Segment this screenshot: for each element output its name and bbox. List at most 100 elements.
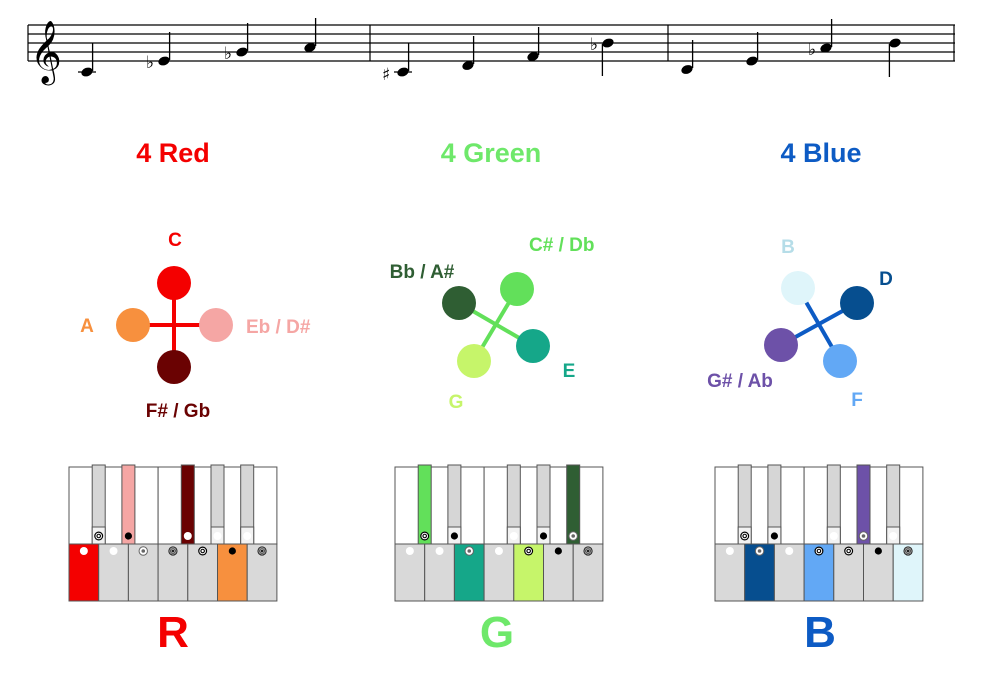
blue-keyboard-letter: B [804, 608, 836, 657]
key-marker [494, 547, 503, 555]
note-d [681, 65, 693, 74]
green-keyboard [394, 464, 604, 602]
black-key [826, 464, 841, 545]
key-marker [228, 547, 236, 555]
treble-clef-icon: 𝄞 [30, 20, 62, 86]
flat-icon: ♭ [590, 35, 598, 55]
label-d: D [879, 269, 893, 290]
key-marker [435, 547, 444, 555]
key-marker [420, 531, 430, 541]
label-eb: Eb / D# [246, 317, 311, 338]
black-key [767, 464, 782, 545]
key-marker [829, 532, 838, 540]
key-marker [874, 547, 882, 555]
label-csharp: C# / Db [529, 235, 594, 256]
label-f: F [851, 390, 863, 411]
note-eb [158, 56, 170, 66]
flat-icon: ♭ [146, 53, 154, 73]
key-marker [770, 532, 779, 540]
note-g [527, 52, 539, 61]
key-marker [94, 531, 104, 541]
note-circle-d [840, 286, 874, 320]
black-key [506, 464, 521, 545]
label-b: B [781, 237, 795, 258]
key-marker [405, 547, 414, 555]
note-circle-f [823, 344, 857, 378]
note-circle-g [457, 344, 491, 378]
key-marker [124, 532, 132, 540]
key-marker [725, 547, 734, 555]
red-keyboard-letter: R [157, 608, 189, 657]
black-key [886, 464, 901, 545]
key-marker [568, 531, 578, 541]
black-key [91, 464, 106, 545]
key-marker [79, 547, 88, 555]
music-staff [27, 24, 955, 62]
key-marker [243, 532, 252, 540]
key-marker [109, 547, 118, 555]
label-e: E [563, 361, 576, 382]
black-key [210, 464, 225, 545]
note-e [462, 61, 474, 70]
key-marker [509, 532, 518, 540]
key-marker [539, 532, 548, 540]
black-key [417, 464, 432, 545]
note-a [304, 43, 316, 52]
note-circle-eb [199, 308, 233, 342]
sharp-icon: ♯ [382, 65, 390, 85]
key-marker [257, 546, 267, 556]
black-key [566, 464, 581, 545]
note-circle-csharp [500, 272, 534, 306]
green-note-cross [442, 272, 550, 378]
note-circle-gsharp [764, 328, 798, 362]
note-gb [236, 47, 248, 57]
label-fsharp: F# / Gb [146, 401, 210, 422]
label-a: A [80, 316, 94, 337]
green-group-title: 4 Green [441, 138, 542, 168]
staff-notes: ♭ ♭ ♯ ♭ ♭ [78, 18, 901, 85]
black-key [536, 464, 551, 545]
black-key [180, 464, 195, 545]
black-key [447, 464, 462, 545]
key-marker [889, 532, 898, 540]
blue-note-cross [764, 271, 874, 378]
blue-keyboard [714, 464, 924, 602]
key-marker [213, 532, 222, 540]
key-marker [844, 546, 854, 556]
flat-icon: ♭ [224, 44, 232, 64]
label-bb: Bb / A# [390, 262, 455, 283]
key-marker [814, 546, 824, 556]
note-circle-c [157, 266, 191, 300]
note-ab [820, 43, 832, 53]
key-marker [450, 532, 458, 540]
black-key [240, 464, 255, 545]
note-circle-bb [442, 286, 476, 320]
key-marker [198, 546, 208, 556]
note-c-sharp [397, 67, 409, 77]
key-marker [524, 546, 534, 556]
flat-icon: ♭ [808, 40, 816, 60]
red-keyboard [68, 464, 278, 602]
key-marker [740, 531, 750, 541]
key-marker [858, 531, 869, 541]
note-circle-b [781, 271, 815, 305]
note-circle-e [516, 329, 550, 363]
key-marker [903, 546, 913, 556]
key-marker [183, 532, 192, 540]
note-circle-a [116, 308, 150, 342]
note-b [889, 38, 901, 48]
key-marker [785, 547, 794, 555]
note-bb [602, 38, 614, 48]
black-key [121, 464, 136, 545]
note-f [746, 56, 758, 66]
note-circle-fsharp [157, 350, 191, 384]
red-group-title: 4 Red [136, 138, 210, 168]
key-marker [168, 546, 178, 556]
note-c [81, 67, 93, 77]
label-g: G [449, 392, 464, 413]
key-marker [583, 546, 593, 556]
key-marker [464, 546, 474, 556]
white-key [892, 466, 924, 602]
green-keyboard-letter: G [480, 608, 514, 657]
